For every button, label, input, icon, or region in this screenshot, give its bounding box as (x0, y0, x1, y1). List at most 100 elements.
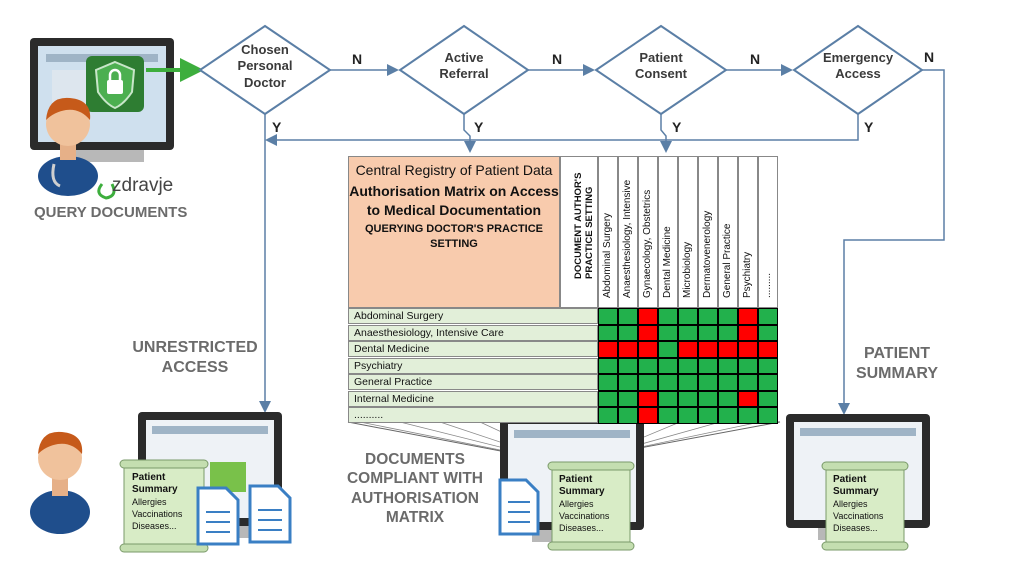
doctor-icon-bottom (30, 431, 90, 534)
matrix-cell-allowed (598, 308, 618, 325)
shield-lock-icon (86, 56, 144, 112)
matrix-cell-allowed (618, 407, 638, 424)
matrix-cell-allowed (698, 357, 718, 374)
matrix-cell-allowed (758, 324, 778, 341)
matrix-cell-allowed (678, 374, 698, 391)
matrix-subtitle: Authorisation Matrix on Access to Medica… (349, 183, 559, 218)
matrix-col-header: Dental Medicine (658, 156, 678, 308)
matrix-col-axis-header: DOCUMENT AUTHOR'S PRACTICE SETTING (560, 156, 598, 308)
matrix-cell-allowed (618, 357, 638, 374)
patient-summary-label: PATIENT SUMMARY (855, 345, 939, 382)
yes-label: Y (864, 119, 874, 135)
matrix-col-label: Microbiology (682, 241, 693, 298)
document-icon (196, 478, 540, 546)
matrix-cell-allowed (618, 390, 638, 407)
matrix-row-label: General Practice (348, 374, 598, 390)
matrix-cell-denied (638, 308, 658, 325)
decision-label-patient-consent: Patient Consent (635, 50, 687, 82)
matrix-col-axis-label: DOCUMENT AUTHOR'S PRACTICE SETTING (573, 172, 595, 279)
matrix-cell-allowed (718, 308, 738, 325)
matrix-col-label: Psychiatry (742, 251, 753, 298)
matrix-col-header: Abdominal Surgery (598, 156, 618, 308)
note-title: Patient Summary (559, 474, 605, 497)
yes-label: Y (272, 119, 282, 135)
matrix-cell-allowed (698, 324, 718, 341)
matrix-cell-denied (638, 390, 658, 407)
matrix-row-label: .......... (348, 407, 598, 423)
matrix-cell-denied (738, 308, 758, 325)
matrix-col-label: Anaesthesiology, Intensive (622, 179, 633, 298)
decision-label-active-referral: Active Referral (439, 50, 489, 82)
patient-summary-note: Patient Summary Allergies Vaccinations D… (833, 474, 905, 534)
matrix-col-header: General Practice (718, 156, 738, 308)
matrix-cell-allowed (718, 374, 738, 391)
matrix-cell-denied (638, 341, 658, 358)
no-label: N (352, 51, 362, 67)
matrix-cell-allowed (698, 308, 718, 325)
no-label: N (552, 51, 562, 67)
matrix-row-label: Anaesthesiology, Intensive Care (348, 324, 598, 341)
matrix-col-label: Dermatovenerology (702, 210, 713, 298)
note-item: Diseases... (559, 523, 604, 533)
matrix-row-label: Internal Medicine (348, 390, 598, 407)
matrix-cell-allowed (618, 308, 638, 325)
patient-summary-scroll-2 (547, 461, 635, 551)
yes-arrow-consent (660, 114, 672, 153)
matrix-col-header: Psychiatry (738, 156, 758, 308)
note-item: Allergies (559, 499, 594, 509)
note-title: Patient Summary (132, 472, 178, 495)
matrix-cell-allowed (598, 324, 618, 341)
matrix-title: Central Registry of Patient Data (355, 162, 553, 178)
matrix-col-header: Microbiology (678, 156, 698, 308)
matrix-cell-denied (758, 341, 778, 358)
matrix-cell-denied (618, 341, 638, 358)
matrix-row-label: Psychiatry (348, 357, 598, 374)
note-item: Vaccinations (132, 509, 183, 519)
matrix-cell-denied (698, 341, 718, 358)
decision-label-emergency-access: Emergency Access (822, 50, 894, 82)
matrix-cell-denied (738, 324, 758, 341)
matrix-cell-allowed (718, 390, 738, 407)
patient-summary-scroll-3 (821, 461, 909, 551)
matrix-cell-allowed (758, 357, 778, 374)
matrix-header: Central Registry of Patient Data Authori… (348, 156, 560, 308)
matrix-cell-denied (678, 341, 698, 358)
yes-arrow-referral (463, 114, 476, 153)
matrix-cell-allowed (758, 308, 778, 325)
note-item: Vaccinations (559, 511, 610, 521)
matrix-cell-allowed (658, 341, 678, 358)
note-item: Vaccinations (833, 511, 884, 521)
no-arrow-emergency (838, 69, 945, 415)
matrix-cell-allowed (758, 374, 778, 391)
matrix-col-label: ......... (762, 272, 773, 298)
matrix-cell-allowed (618, 324, 638, 341)
matrix-cell-denied (598, 341, 618, 358)
matrix-cell-allowed (738, 374, 758, 391)
matrix-cell-allowed (698, 374, 718, 391)
unrestricted-access-label: UNRESTRICTED ACCESS (132, 339, 258, 376)
matrix-cell-denied (738, 341, 758, 358)
matrix-col-label: Abdominal Surgery (602, 212, 613, 298)
matrix-cell-denied (718, 341, 738, 358)
decision-label-chosen-doctor: Chosen Personal Doctor (237, 42, 293, 90)
matrix-cell-allowed (678, 390, 698, 407)
no-label: N (750, 51, 760, 67)
matrix-cell-allowed (658, 324, 678, 341)
no-label: N (924, 49, 934, 65)
note-item: Diseases... (833, 523, 878, 533)
matrix-col-header: Dermatovenerology (698, 156, 718, 308)
matrix-cell-denied (638, 407, 658, 424)
matrix-cell-allowed (658, 374, 678, 391)
matrix-cell-allowed (738, 407, 758, 424)
matrix-cell-allowed (678, 308, 698, 325)
brand-text: zdravje (112, 175, 173, 196)
query-documents-label: QUERY DOCUMENTS (34, 204, 188, 221)
matrix-row-axis-label: QUERYING DOCTOR'S PRACTICE SETTING (364, 223, 544, 250)
matrix-cell-allowed (758, 407, 778, 424)
matrix-cell-allowed (738, 357, 758, 374)
matrix-cell-allowed (698, 390, 718, 407)
matrix-cell-allowed (638, 374, 658, 391)
matrix-col-label: Gynaecology, Obstetrics (642, 189, 653, 298)
compliant-documents-label: DOCUMENTS COMPLIANT WITH AUTHORISATION M… (346, 451, 484, 527)
matrix-cell-allowed (658, 407, 678, 424)
